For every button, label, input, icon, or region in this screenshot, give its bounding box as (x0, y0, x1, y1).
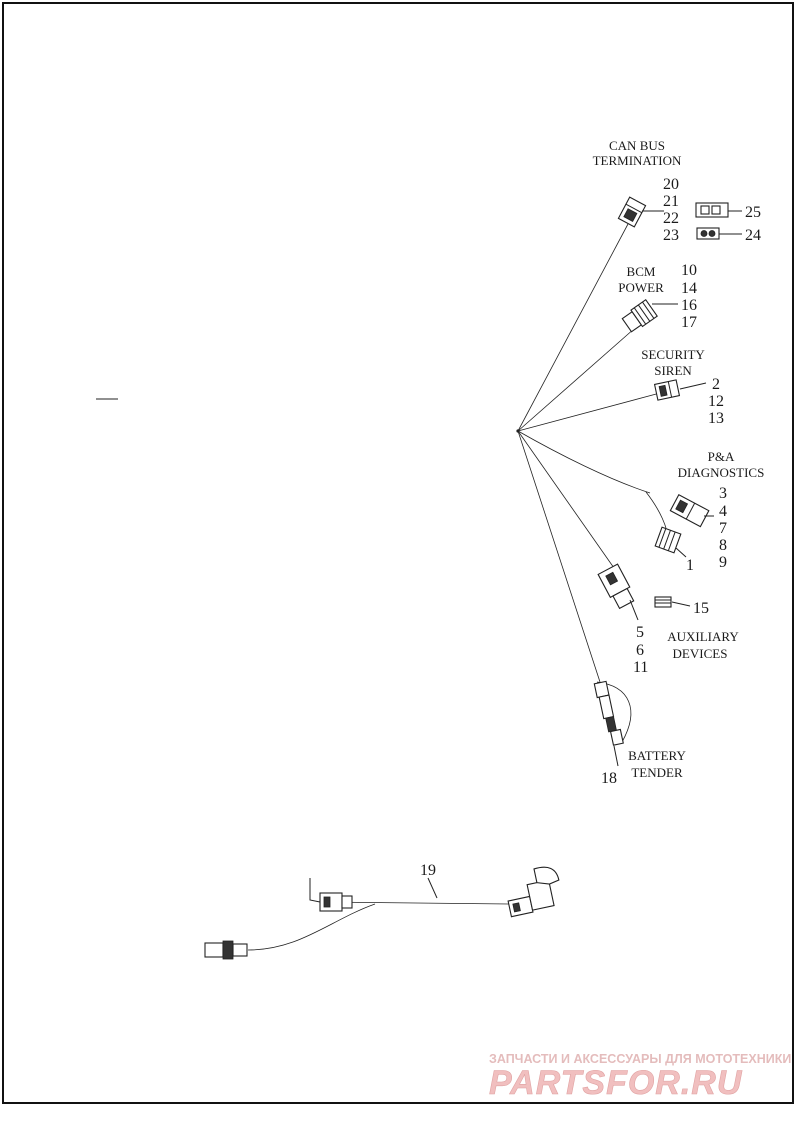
label-pa-1: P&A (708, 449, 735, 464)
leader-18 (613, 745, 619, 767)
watermark-logo: PARTSFOR.RU (489, 1064, 743, 1102)
callout-4: 4 (719, 503, 727, 520)
pa-diagnostics-connectors (645, 491, 710, 554)
callout-23: 23 (663, 227, 679, 244)
can-bus-connector (617, 196, 647, 228)
callout-25: 25 (745, 204, 761, 221)
label-tender-1: BATTERY (628, 748, 686, 763)
callout-12: 12 (708, 393, 724, 410)
callout-10: 10 (681, 262, 697, 279)
callout-21: 21 (663, 193, 679, 210)
callout-5: 5 (636, 624, 644, 641)
callout-11: 11 (633, 659, 648, 676)
callout-3: 3 (719, 485, 727, 502)
watermark: ЗАПЧАСТИ И АКСЕССУАРЫ ДЛЯ МОТОТЕХНИКИ PA… (489, 1052, 792, 1102)
harness-part-19 (204, 866, 560, 960)
label-bcm-1: BCM (627, 264, 656, 279)
label-aux-2: DEVICES (673, 646, 728, 661)
security-siren-connector (653, 379, 681, 401)
leader-15 (671, 601, 691, 607)
harness-wires (516, 223, 661, 683)
terminator-part-25 (695, 202, 729, 218)
callout-9: 9 (719, 554, 727, 571)
auxiliary-connector (597, 563, 635, 610)
leader-1 (675, 547, 687, 558)
callout-6: 6 (636, 642, 644, 659)
label-siren-2: SIREN (654, 363, 692, 378)
bcm-power-connector (621, 299, 658, 333)
leader-siren (679, 382, 707, 390)
label-siren-1: SECURITY (641, 347, 705, 362)
callout-2: 2 (712, 376, 720, 393)
label-can-bus-2: TERMINATION (593, 153, 682, 168)
callout-16: 16 (681, 297, 697, 314)
callout-17: 17 (681, 314, 697, 331)
terminator-part-24 (696, 227, 720, 240)
callout-19: 19 (420, 862, 436, 879)
callout-14: 14 (681, 280, 697, 297)
callout-1: 1 (686, 557, 694, 574)
page-frame (2, 2, 794, 1104)
watermark-tagline: ЗАПЧАСТИ И АКСЕССУАРЫ ДЛЯ МОТОТЕХНИКИ (489, 1052, 791, 1066)
callout-15: 15 (693, 600, 709, 617)
callout-numbers: 20 21 22 23 25 24 10 14 16 17 2 12 13 3 … (420, 176, 761, 879)
plug-part-15 (654, 596, 672, 608)
label-can-bus-1: CAN BUS (609, 138, 665, 153)
leader-19 (427, 877, 438, 899)
battery-tender-lead (593, 680, 632, 746)
callout-18: 18 (601, 770, 617, 787)
label-aux-1: AUXILIARY (667, 629, 739, 644)
label-tender-2: TENDER (631, 765, 683, 780)
callout-13: 13 (708, 410, 724, 427)
label-pa-2: DIAGNOSTICS (678, 465, 765, 480)
group-labels: CAN BUS TERMINATION BCM POWER SECURITY S… (593, 138, 765, 780)
callout-22: 22 (663, 210, 679, 227)
callout-20: 20 (663, 176, 679, 193)
label-bcm-2: POWER (618, 280, 664, 295)
callout-8: 8 (719, 537, 727, 554)
callout-24: 24 (745, 227, 761, 244)
callout-7: 7 (719, 520, 727, 537)
leader-aux (629, 599, 639, 621)
